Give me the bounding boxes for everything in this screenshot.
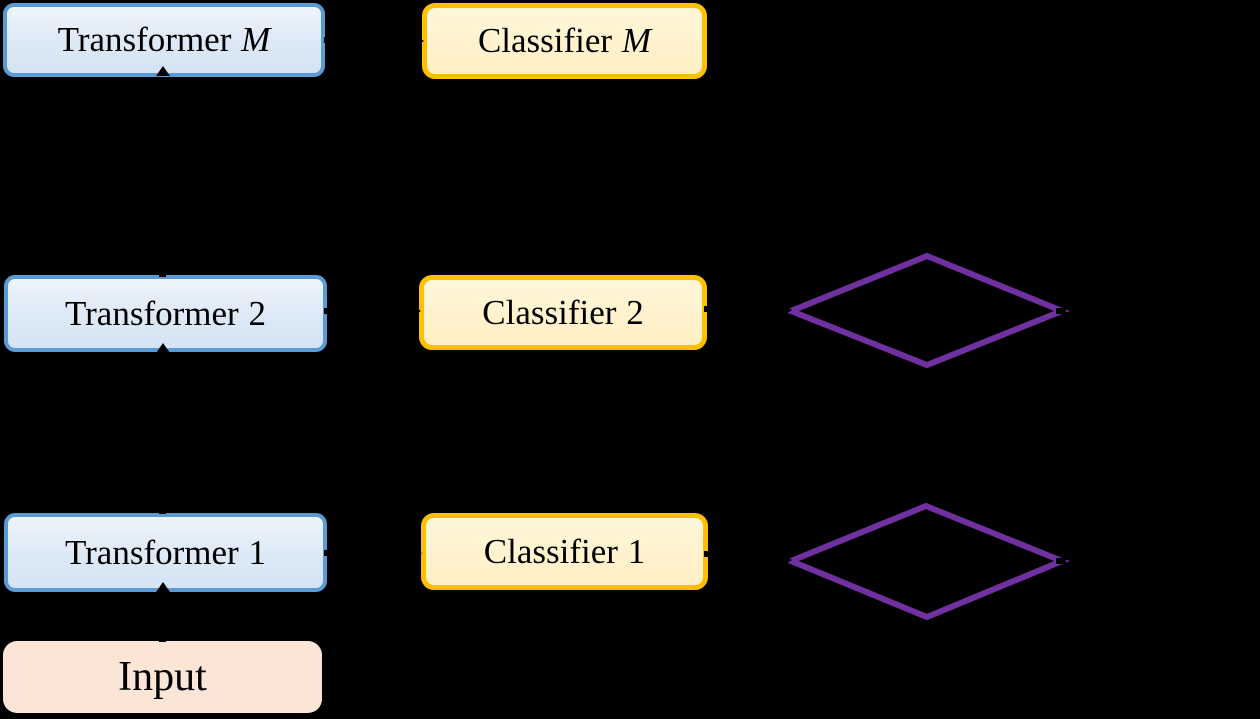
transformer-1-index: 1	[248, 532, 266, 572]
arrow-tip-into-classifier-1-icon	[411, 546, 422, 560]
classifier-m-index: M	[621, 21, 652, 60]
decision-diamond-1	[783, 502, 1070, 621]
transformer-2-box: Transformer 2	[4, 275, 327, 352]
arrow-tip-into-decision-1-icon	[781, 553, 792, 567]
transformer-2-index: 2	[248, 293, 266, 333]
arrow-base-input-top-icon	[159, 637, 166, 642]
transformer-1-box: Transformer 1	[4, 513, 327, 592]
transformer-m-label: Transformer	[57, 20, 232, 59]
arrow-base-classifier-1-right-icon	[704, 551, 713, 557]
classifier-m-label: Classifier	[477, 21, 613, 60]
arrow-base-transformer-1-top-icon	[159, 508, 166, 514]
classifier-2-label: Classifier	[482, 292, 617, 332]
transformer-1-label: Transformer	[65, 532, 239, 572]
input-box: Input	[3, 641, 322, 713]
arrow-base-classifier-2-right-icon	[704, 306, 713, 312]
arrow-base-decision-1-right-icon	[1056, 558, 1066, 564]
arrow-base-transformer-2-top-icon	[159, 271, 166, 277]
arrow-base-decision-2-right-icon	[1056, 308, 1066, 314]
classifier-1-index: 1	[627, 531, 646, 571]
transformer-m-index: M	[241, 20, 271, 59]
arrow-tip-into-transformer-m-icon	[156, 66, 170, 76]
arrow-tip-into-transformer-1-icon	[156, 582, 170, 592]
arrow-tip-into-decision-2-icon	[781, 303, 792, 317]
input-label: Input	[118, 654, 207, 700]
classifier-2-box: Classifier 2	[419, 275, 707, 350]
classifier-1-label: Classifier	[483, 531, 618, 571]
transformer-2-label: Transformer	[65, 293, 239, 333]
arrow-tip-into-transformer-2-icon	[156, 343, 170, 353]
decision-diamond-2	[782, 252, 1071, 369]
classifier-2-index: 2	[626, 292, 644, 332]
classifier-1-box: Classifier 1	[421, 513, 708, 590]
arrow-base-transformer-1-right-icon	[324, 550, 334, 556]
classifier-m-box: Classifier M	[422, 3, 707, 79]
arrow-tip-into-classifier-2-icon	[410, 304, 421, 318]
arrow-tip-into-classifier-m-icon	[413, 34, 424, 48]
arrow-base-transformer-2-right-icon	[324, 308, 334, 314]
arrow-base-transformer-m-right-icon	[324, 37, 334, 43]
transformer-m-box: Transformer M	[3, 3, 325, 77]
